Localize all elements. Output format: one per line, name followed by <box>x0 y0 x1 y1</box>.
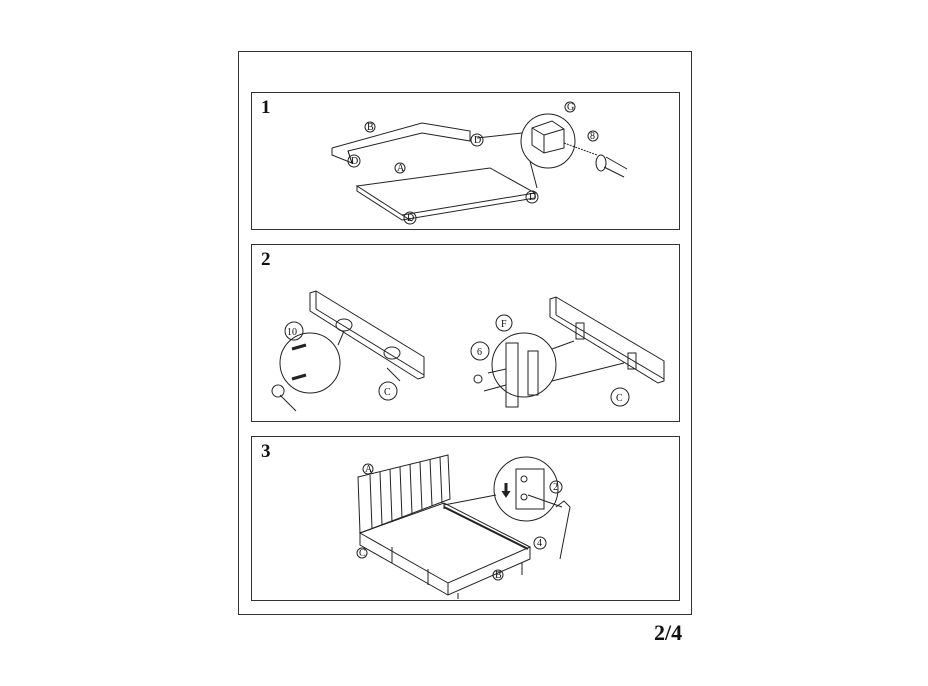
instruction-sheet <box>238 51 692 615</box>
label-d-2: D <box>474 135 481 146</box>
step-1-diagram: B A G 8 D D D D <box>331 101 628 225</box>
label-8: 8 <box>590 131 595 142</box>
corner-d-4 <box>525 190 539 204</box>
label-6: 6 <box>477 347 482 358</box>
step-2-panel: 2 <box>251 244 680 422</box>
step-2-number: 2 <box>261 249 271 270</box>
label-10: 10 <box>287 327 297 338</box>
step-2-diagram: 10 C F 6 C <box>271 290 665 412</box>
label-b: B <box>495 570 502 581</box>
label-a: A <box>365 464 373 475</box>
corner-d-2 <box>470 133 484 147</box>
label-d-4: D <box>529 192 536 203</box>
step-1-panel: 1 <box>251 92 680 230</box>
label-d-3: D <box>407 213 414 224</box>
step-1-number: 1 <box>261 97 271 118</box>
label-f: F <box>501 319 507 330</box>
step-3-panel: 3 <box>251 436 680 601</box>
label-4: 4 <box>537 538 542 549</box>
label-g: G <box>567 102 574 113</box>
step-3-number: 3 <box>261 441 271 462</box>
label-c-left: C <box>384 387 391 398</box>
label-2: 2 <box>553 482 558 493</box>
label-b: B <box>367 122 374 133</box>
label-a: A <box>397 163 405 174</box>
step-3-diagram: A C B 2 4 <box>356 454 571 599</box>
page-number: 2/4 <box>654 620 683 645</box>
corner-d-1 <box>347 154 361 168</box>
corner-d-3 <box>403 211 417 225</box>
label-d-1: D <box>351 156 358 167</box>
label-c: C <box>359 548 366 559</box>
label-c-right: C <box>616 393 623 404</box>
